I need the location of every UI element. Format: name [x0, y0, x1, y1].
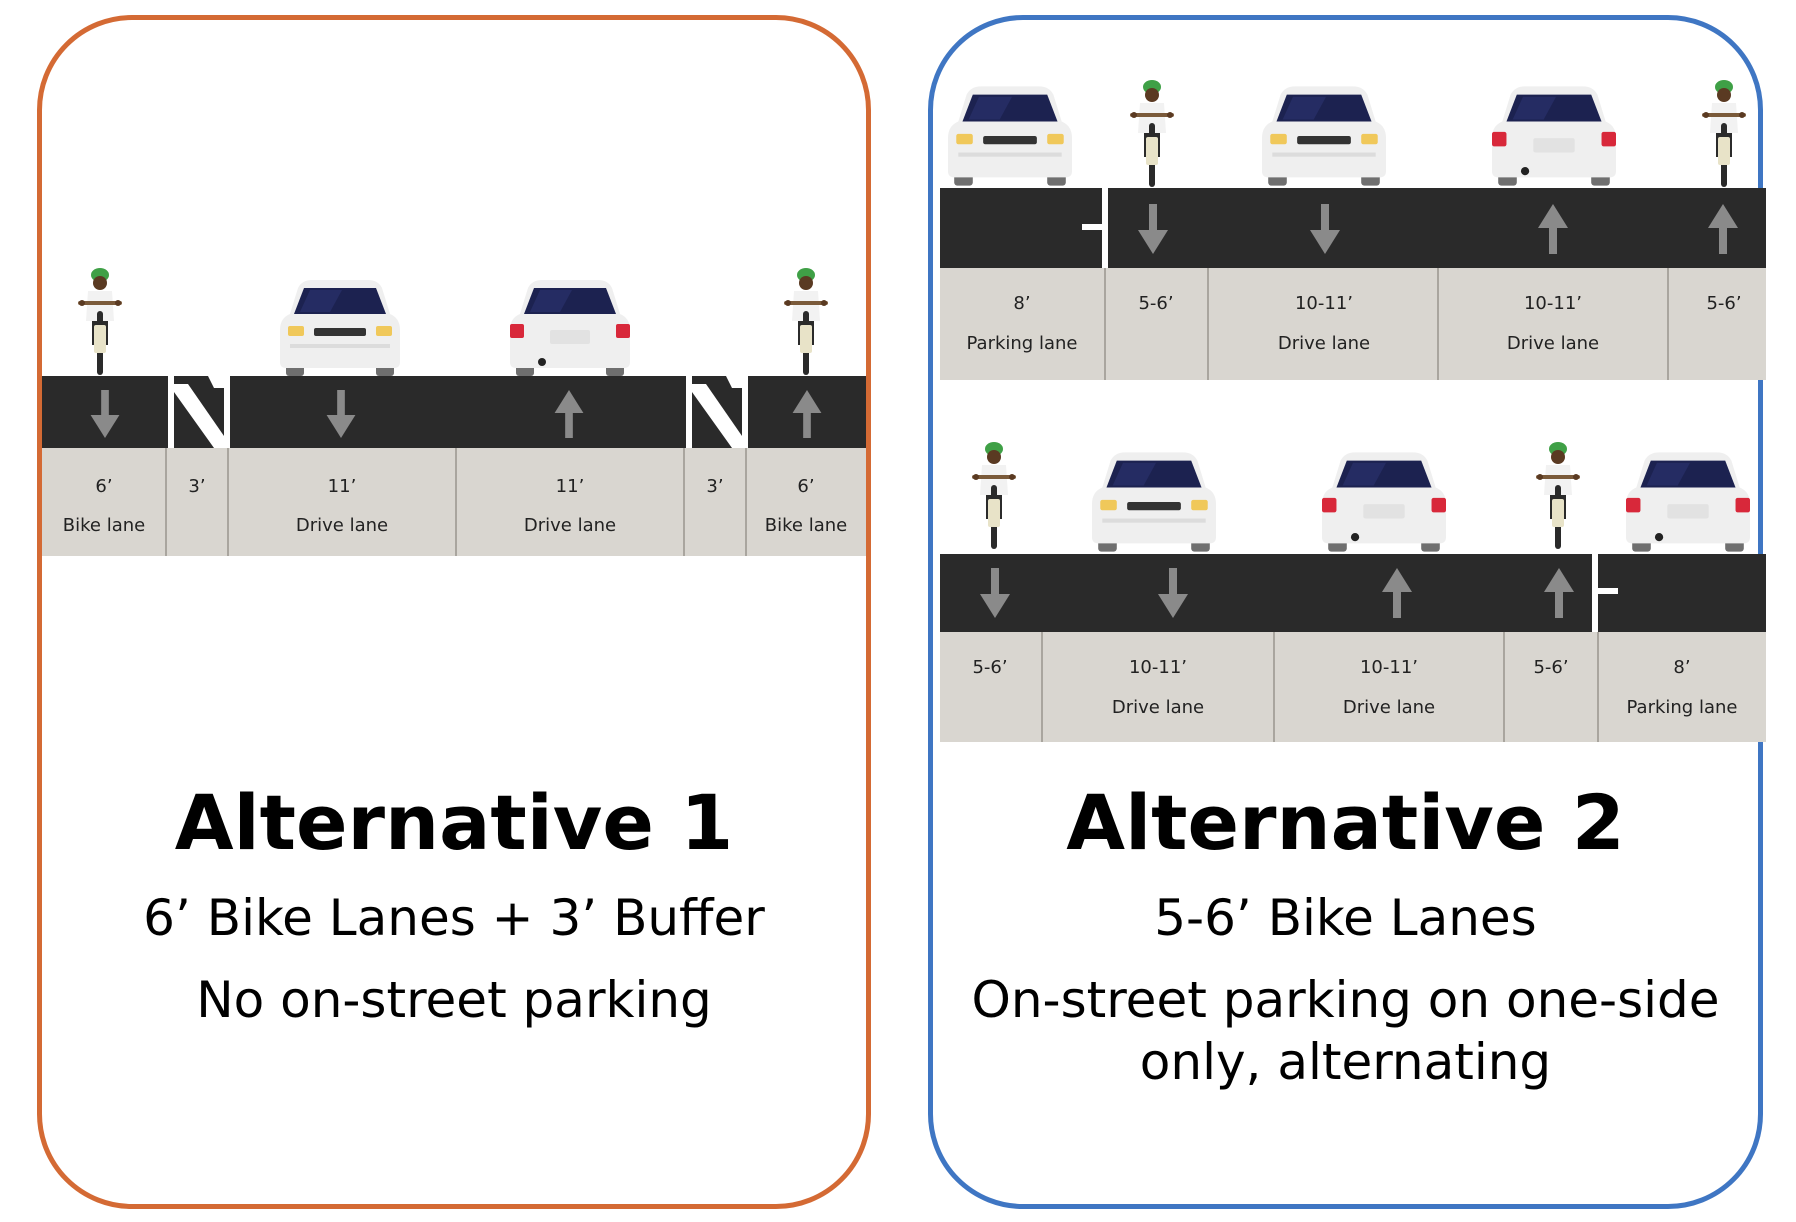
lane-width: 5-6’ [972, 657, 1007, 678]
lane-width: 10-11’ [1360, 657, 1418, 678]
cyclist-icon [78, 268, 122, 375]
car-front-icon [948, 86, 1072, 186]
alternative-2-title: Alternative 2 [1066, 778, 1625, 867]
alt2-street-section-bottom: 5-6’ 10-11’ Drive lane 10-11’ Drive lane… [940, 442, 1766, 742]
lane-width: 10-11’ [1129, 657, 1187, 678]
alternative-1-subtitle: 6’ Bike Lanes + 3’ Buffer [143, 889, 765, 947]
lane-name: Bike lane [63, 515, 145, 536]
lane-width: 11’ [556, 476, 585, 497]
alt2-street-section-top: 8’ Parking lane 5-6’ 10-11’ Drive lane 1… [940, 80, 1766, 380]
lane-name: Drive lane [1507, 333, 1599, 354]
lane-name: Drive lane [524, 515, 616, 536]
lane-name: Drive lane [1343, 697, 1435, 718]
lane-name: Drive lane [296, 515, 388, 536]
lane-name: Drive lane [1278, 333, 1370, 354]
lane-width: 8’ [1013, 293, 1030, 314]
alternative-2-subtitle: 5-6’ Bike Lanes [1154, 889, 1537, 947]
car-front-icon [1262, 86, 1386, 186]
lane-width: 5-6’ [1533, 657, 1568, 678]
cyclist-icon [784, 268, 828, 375]
car-rear-icon [510, 280, 630, 376]
lane-width: 6’ [95, 476, 112, 497]
car-front-icon [1092, 452, 1216, 552]
lane-width: 11’ [328, 476, 357, 497]
lane-width: 10-11’ [1295, 293, 1353, 314]
cyclist-icon [1130, 80, 1174, 187]
alternative-1-parking-note: No on-street parking [196, 971, 712, 1029]
car-rear-icon [1626, 452, 1750, 552]
lane-width: 3’ [188, 476, 205, 497]
lane-width: 8’ [1673, 657, 1690, 678]
lane-name: Drive lane [1112, 697, 1204, 718]
lane-width: 10-11’ [1524, 293, 1582, 314]
alt1-street-section: 6’ Bike lane 3’ 11’ Drive lane 11’ Drive… [42, 268, 866, 556]
cyclist-icon [972, 442, 1016, 549]
alternative-2-parking-note-line2: only, alternating [1139, 1033, 1552, 1091]
lane-name: Parking lane [1627, 697, 1738, 718]
cyclist-icon [1702, 80, 1746, 187]
alternative-1-card [37, 15, 871, 1209]
alternative-1-title: Alternative 1 [174, 778, 734, 867]
car-rear-icon [1492, 86, 1616, 186]
cyclist-icon [1536, 442, 1580, 549]
lane-width: 5-6’ [1706, 293, 1741, 314]
car-rear-icon [1322, 452, 1446, 552]
alternative-2-parking-note-line1: On-street parking on one-side [971, 971, 1720, 1029]
lane-name: Parking lane [967, 333, 1078, 354]
lane-width: 3’ [706, 476, 723, 497]
buffer-hatch [168, 376, 748, 448]
lane-width: 6’ [797, 476, 814, 497]
lane-width: 5-6’ [1138, 293, 1173, 314]
lane-name: Bike lane [765, 515, 847, 536]
car-front-icon [280, 280, 400, 376]
